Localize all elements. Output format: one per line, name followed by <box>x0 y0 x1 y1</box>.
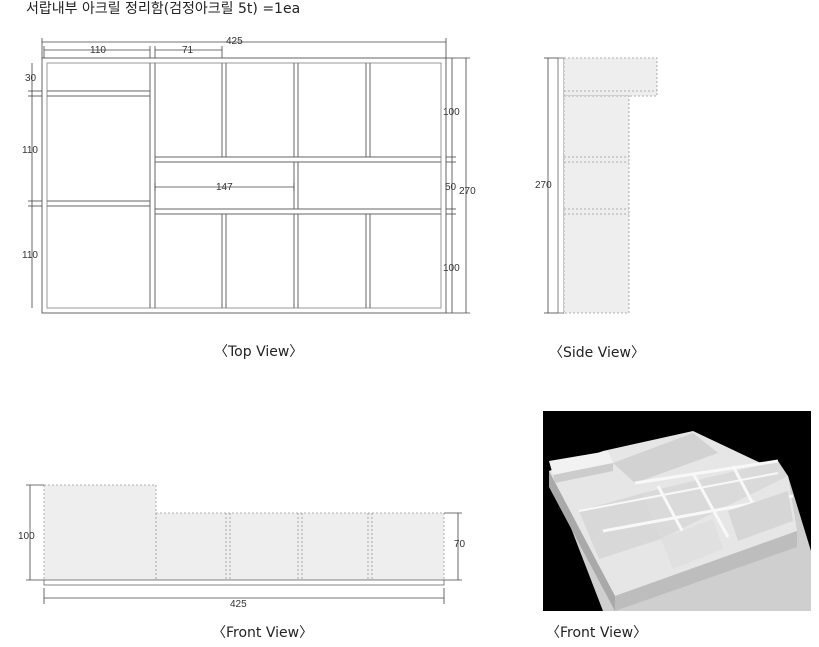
side-overall-depth: 270 <box>535 180 552 191</box>
front-overall-width: 425 <box>230 599 247 610</box>
top-view-dimension-lines <box>28 38 470 314</box>
top-col2-width: 71 <box>182 45 194 56</box>
front-height-low: 70 <box>454 539 466 550</box>
top-left-dim-110a: 110 <box>22 145 38 156</box>
front-height-high: 100 <box>18 531 35 542</box>
top-right-dim-100b: 100 <box>443 263 460 274</box>
top-overall-width: 425 <box>226 36 243 47</box>
top-col1-width: 110 <box>90 45 106 56</box>
top-left-dim-30: 30 <box>25 73 37 84</box>
front-view <box>43 484 445 586</box>
top-left-dim-110b: 110 <box>22 250 38 261</box>
render-3d-box <box>549 431 811 611</box>
render-panel <box>543 411 811 611</box>
caption-front-view: 〈Front View〉 <box>212 625 314 641</box>
top-inner-width: 147 <box>216 182 233 193</box>
side-view <box>557 57 658 314</box>
top-right-dim-50: 50 <box>445 182 457 193</box>
top-view-outer-wall <box>41 57 447 314</box>
caption-top-view: 〈Top View〉 <box>214 344 304 360</box>
caption-side-view: 〈Side View〉 <box>549 345 645 361</box>
top-overall-depth: 270 <box>459 186 476 197</box>
drawing-title: 서랍내부 아크릴 정리함(검정아크릴 5t) =1ea <box>26 1 301 17</box>
top-view <box>41 57 447 314</box>
top-right-dim-100a: 100 <box>443 107 460 118</box>
caption-render-view: 〈Front View〉 <box>546 625 648 641</box>
